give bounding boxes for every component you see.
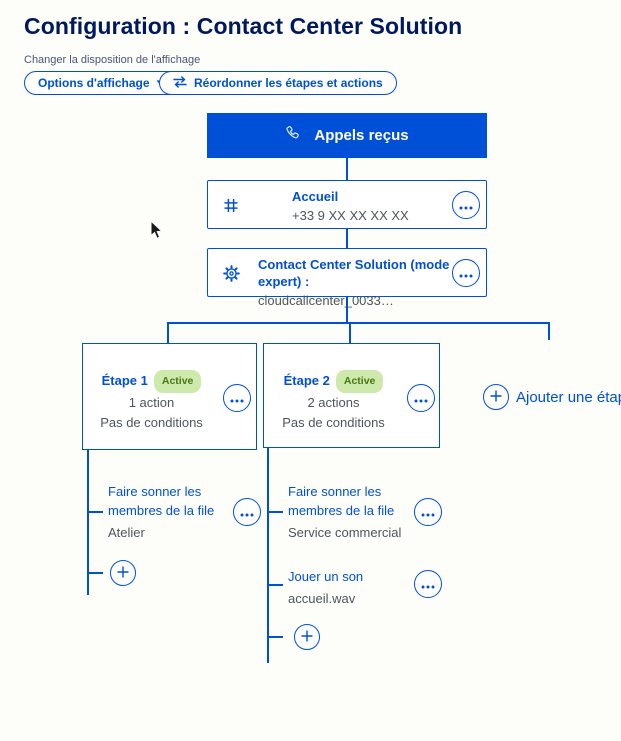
step-1-add-action-button[interactable] xyxy=(110,560,136,586)
step-2-action-2[interactable]: Jouer un son accueil.wav xyxy=(288,567,412,608)
display-options-label: Options d'affichage xyxy=(38,76,150,90)
step-2-action-1[interactable]: Faire sonner les membres de la file Serv… xyxy=(288,482,412,542)
step-1-action-1-title: Faire sonner les membres de la file xyxy=(108,484,215,518)
step-2-action-1-subtitle: Service commercial xyxy=(288,525,402,540)
step-2-action-2-menu-button[interactable] xyxy=(414,570,442,598)
expert-node-text: Contact Center Solution (mode expert) : … xyxy=(258,256,486,309)
number-node-title: Accueil xyxy=(292,189,339,204)
step-2-status-badge: Active xyxy=(335,370,384,393)
connector-stub xyxy=(89,572,103,574)
connector-line xyxy=(349,324,351,343)
ellipsis-icon xyxy=(421,577,435,592)
step-2-action-1-menu-button[interactable] xyxy=(414,498,442,526)
step-1-action-1-subtitle: Atelier xyxy=(108,525,145,540)
connector-stub xyxy=(269,584,283,586)
connector-line xyxy=(267,448,269,663)
expert-node-subtitle: cloudcallcenter_0033… xyxy=(258,293,394,308)
add-step-button[interactable] xyxy=(483,384,509,410)
ellipsis-icon xyxy=(414,391,428,406)
step-1-action-1-menu-button[interactable] xyxy=(233,498,261,526)
connector-line xyxy=(167,324,169,343)
connector-line xyxy=(87,450,89,595)
step-2-add-action-button[interactable] xyxy=(294,624,320,650)
display-options-button[interactable]: Options d'affichage xyxy=(24,71,182,95)
page-title: Configuration : Contact Center Solution xyxy=(24,13,463,39)
root-node-label: Appels reçus xyxy=(314,127,409,144)
reorder-label: Réordonner les étapes et actions xyxy=(194,76,383,90)
expert-node-title: Contact Center Solution (mode expert) : xyxy=(258,257,450,289)
step-2-action-count: 2 actions xyxy=(307,395,360,410)
plus-icon xyxy=(301,630,313,645)
step-2-action-1-title: Faire sonner les membres de la file xyxy=(288,484,395,518)
reorder-icon xyxy=(173,75,187,91)
number-node-subtitle: +33 9 XX XX XX XX xyxy=(292,208,409,223)
step-2-action-2-title: Jouer un son xyxy=(288,569,364,584)
branch-line xyxy=(167,322,550,324)
step-2-card[interactable]: Étape 2 Active 2 actions Pas de condition… xyxy=(263,343,440,448)
ellipsis-icon xyxy=(421,505,435,520)
expert-node-menu-button[interactable] xyxy=(452,259,480,287)
dialpad-icon xyxy=(223,197,240,214)
ellipsis-icon xyxy=(230,391,244,406)
gear-icon xyxy=(223,265,240,282)
mouse-cursor-icon xyxy=(150,219,164,245)
number-node[interactable]: Accueil +33 9 XX XX XX XX xyxy=(207,180,487,229)
step-2-conditions: Pas de conditions xyxy=(282,415,385,430)
step-2-label-row: Étape 2 Active xyxy=(268,370,399,393)
step-2-action-2-subtitle: accueil.wav xyxy=(288,591,356,606)
reorder-steps-button[interactable]: Réordonner les étapes et actions xyxy=(159,71,397,95)
step-1-content: Étape 1 Active 1 action Pas de conditions xyxy=(87,370,216,433)
step-1-label-row: Étape 1 Active xyxy=(87,370,216,393)
connector-line xyxy=(548,324,550,340)
ellipsis-icon xyxy=(240,505,254,520)
step-1-label: Étape 1 xyxy=(101,373,148,388)
connector-stub xyxy=(269,511,283,513)
plus-icon xyxy=(490,390,502,405)
step-1-action-1[interactable]: Faire sonner les membres de la file Atel… xyxy=(108,482,232,542)
phone-icon xyxy=(285,125,302,147)
step-2-menu-button[interactable] xyxy=(407,384,435,412)
step-1-conditions: Pas de conditions xyxy=(100,415,203,430)
plus-icon xyxy=(117,566,129,581)
add-step-label[interactable]: Ajouter une étape xyxy=(516,389,621,406)
connector-stub xyxy=(89,511,103,513)
number-node-menu-button[interactable] xyxy=(452,191,480,219)
step-2-content: Étape 2 Active 2 actions Pas de condition… xyxy=(268,370,399,433)
step-1-action-count: 1 action xyxy=(128,395,175,410)
connector-line xyxy=(346,297,348,322)
ellipsis-icon xyxy=(459,266,473,281)
connector-line xyxy=(346,229,348,248)
connector-line xyxy=(346,158,348,180)
step-1-card[interactable]: Étape 1 Active 1 action Pas de conditions xyxy=(82,343,257,450)
ellipsis-icon xyxy=(459,198,473,213)
incoming-calls-root-node[interactable]: Appels reçus xyxy=(207,113,487,158)
expert-mode-node[interactable]: Contact Center Solution (mode expert) : … xyxy=(207,248,487,308)
change-layout-label: Changer la disposition de l'affichage xyxy=(24,54,201,66)
step-1-status-badge: Active xyxy=(153,370,202,393)
connector-stub xyxy=(269,636,283,638)
number-node-text: Accueil +33 9 XX XX XX XX xyxy=(292,188,409,224)
step-1-menu-button[interactable] xyxy=(223,384,251,412)
step-2-label: Étape 2 xyxy=(283,373,330,388)
